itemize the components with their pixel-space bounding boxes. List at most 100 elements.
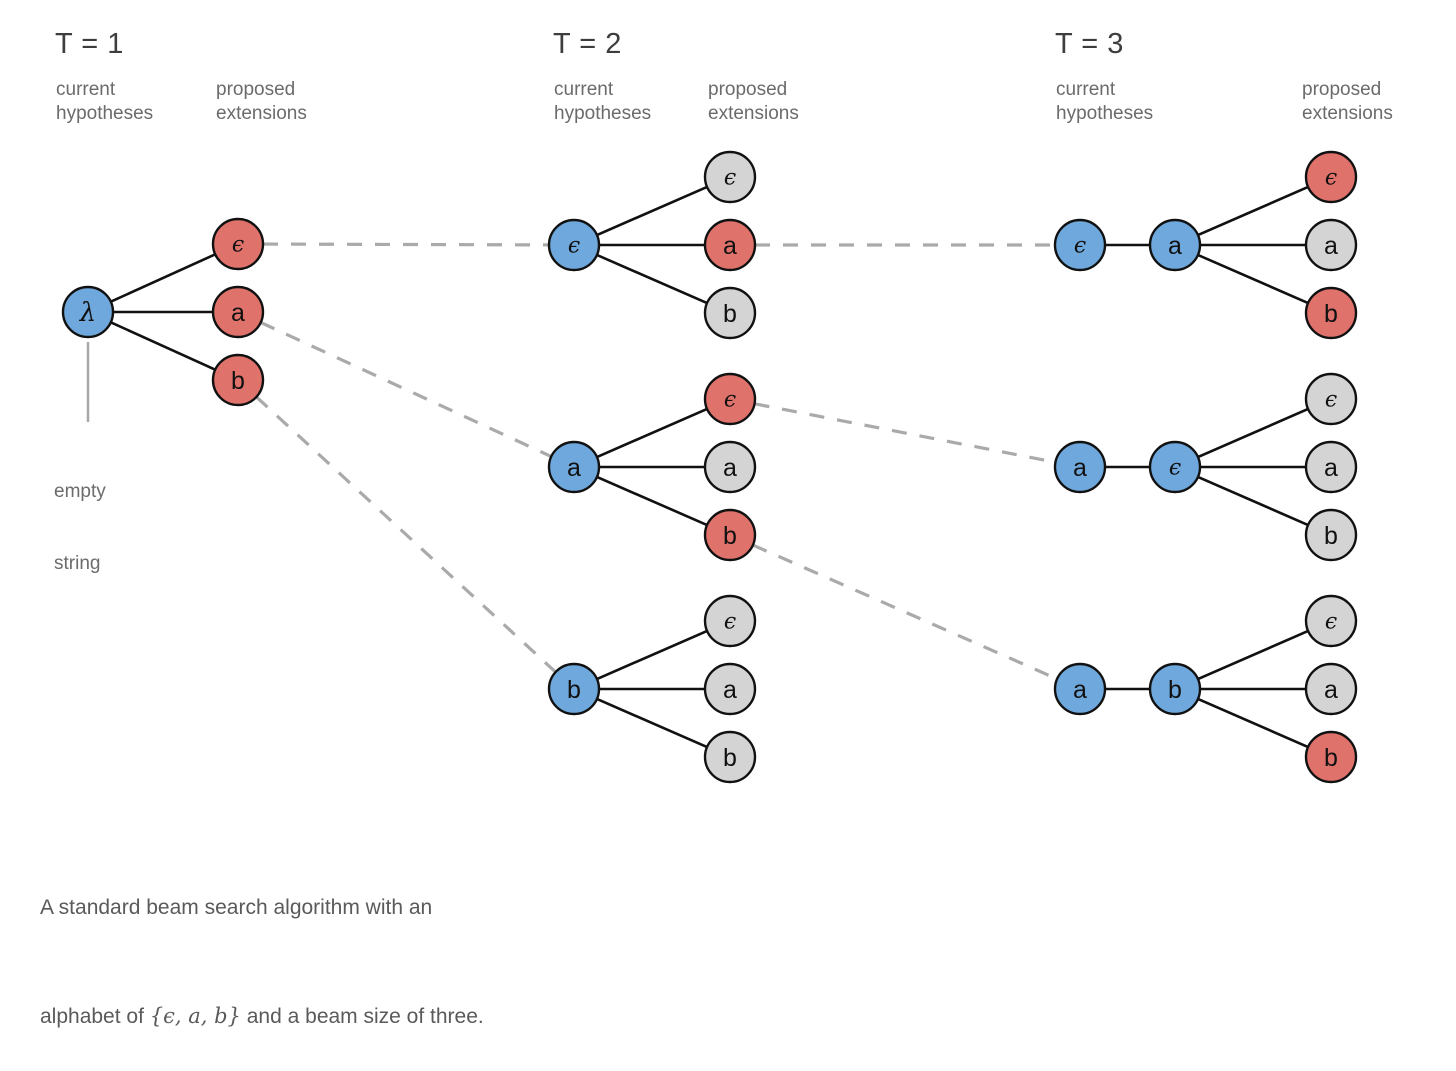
node-label: ϵ bbox=[1074, 234, 1086, 259]
node-label: a bbox=[1324, 232, 1338, 260]
tree-edge bbox=[110, 253, 216, 303]
node-circle bbox=[703, 662, 757, 716]
extension-node-stage-2-t2-g3-1[interactable]: a bbox=[703, 662, 757, 716]
node-circle bbox=[1053, 440, 1107, 494]
hypothesis-node-stage-3-t3-g3-0[interactable]: a bbox=[1053, 662, 1107, 716]
node-label: b bbox=[723, 300, 737, 328]
carry-edge bbox=[752, 543, 1058, 681]
node-circle bbox=[1304, 730, 1358, 784]
extension-node-stage-1-t1-g1-1[interactable]: a bbox=[211, 285, 265, 339]
tree-edge bbox=[1197, 407, 1309, 459]
tree-edge bbox=[1197, 185, 1309, 237]
node-label: ϵ bbox=[1169, 456, 1181, 481]
extension-node-stage-2-t2-g3-2[interactable]: b bbox=[703, 730, 757, 784]
node-label: a bbox=[1324, 676, 1338, 704]
hypothesis-node-stage-2-t2-g2-0[interactable]: a bbox=[547, 440, 601, 494]
node-label: b bbox=[1324, 744, 1338, 772]
extension-node-stage-3-t3-g3-1[interactable]: a bbox=[1304, 662, 1358, 716]
empty-string-note-line2: string bbox=[54, 553, 101, 574]
stage-title-3: T = 3 bbox=[1055, 28, 1124, 60]
node-circle bbox=[1304, 594, 1358, 648]
node-circle bbox=[1304, 662, 1358, 716]
hypothesis-node-stage-1-t1-g1-0[interactable]: λ bbox=[61, 285, 115, 339]
extension-node-stage-2-t2-g2-1[interactable]: a bbox=[703, 440, 757, 494]
node-label: a bbox=[723, 676, 737, 704]
node-circle bbox=[1304, 218, 1358, 272]
node-label: a bbox=[723, 232, 737, 260]
caption-alphabet-set: {ϵ, a, b} bbox=[149, 1004, 241, 1028]
node-label: ϵ bbox=[1325, 166, 1337, 191]
extension-node-stage-3-t3-g1-0[interactable]: ϵ bbox=[1304, 150, 1358, 204]
extension-node-stage-3-t3-g3-2[interactable]: b bbox=[1304, 730, 1358, 784]
extension-node-stage-2-t2-g2-2[interactable]: b bbox=[703, 508, 757, 562]
extension-node-stage-3-t3-g2-2[interactable]: b bbox=[1304, 508, 1358, 562]
empty-string-note: empty string bbox=[54, 432, 106, 600]
node-circle bbox=[211, 285, 265, 339]
carry-edge bbox=[754, 402, 1056, 464]
stage-1-header-proposed: proposed extensions bbox=[216, 79, 307, 124]
node-label: b bbox=[723, 522, 737, 550]
extension-node-stage-2-t2-g1-0[interactable]: ϵ bbox=[703, 150, 757, 204]
caption-line-2: alphabet of {ϵ, a, b} and a beam size of… bbox=[40, 998, 484, 1035]
tree-edge bbox=[110, 321, 216, 371]
tree-edge bbox=[596, 407, 708, 459]
tree-edge bbox=[1197, 475, 1309, 527]
node-circle bbox=[703, 150, 757, 204]
solid-edges-layer bbox=[110, 185, 1309, 749]
tree-edge bbox=[1197, 697, 1309, 749]
stage-title-2: T = 2 bbox=[553, 28, 622, 60]
node-label: a bbox=[1168, 232, 1182, 260]
extension-node-stage-2-t2-g2-0[interactable]: ϵ bbox=[703, 372, 757, 426]
node-circle bbox=[547, 218, 601, 272]
tree-edge bbox=[596, 475, 708, 527]
extension-node-stage-3-t3-g1-2[interactable]: b bbox=[1304, 286, 1358, 340]
tree-edge bbox=[1197, 253, 1309, 305]
tree-edge bbox=[1197, 629, 1309, 681]
node-circle bbox=[211, 217, 265, 271]
extension-node-stage-3-t3-g2-0[interactable]: ϵ bbox=[1304, 372, 1358, 426]
node-label: ϵ bbox=[1325, 610, 1337, 635]
node-label: ϵ bbox=[568, 234, 580, 259]
node-label: a bbox=[1073, 676, 1087, 704]
hypothesis-node-stage-3-t3-g2-0[interactable]: a bbox=[1053, 440, 1107, 494]
node-label: b bbox=[567, 676, 581, 704]
hypothesis-node-stage-3-t3-g1-1[interactable]: a bbox=[1148, 218, 1202, 272]
node-circle bbox=[1304, 440, 1358, 494]
dashed-carry-edges-layer bbox=[255, 242, 1058, 681]
stage-2-header-proposed: proposed extensions bbox=[708, 79, 799, 124]
extension-node-stage-1-t1-g1-2[interactable]: b bbox=[211, 353, 265, 407]
hypothesis-node-stage-2-t2-g1-0[interactable]: ϵ bbox=[547, 218, 601, 272]
hypothesis-node-stage-2-t2-g3-0[interactable]: b bbox=[547, 662, 601, 716]
node-label: ϵ bbox=[1325, 388, 1337, 413]
node-circle bbox=[1148, 218, 1202, 272]
node-label: b bbox=[1168, 676, 1182, 704]
node-label: a bbox=[723, 454, 737, 482]
node-label: b bbox=[1324, 300, 1338, 328]
tree-edge bbox=[596, 253, 708, 305]
node-circle bbox=[547, 662, 601, 716]
node-label: b bbox=[231, 367, 245, 395]
node-circle bbox=[703, 594, 757, 648]
extension-node-stage-2-t2-g3-0[interactable]: ϵ bbox=[703, 594, 757, 648]
hypothesis-node-stage-3-t3-g1-0[interactable]: ϵ bbox=[1053, 218, 1107, 272]
tree-edge bbox=[596, 185, 708, 237]
node-circle bbox=[547, 440, 601, 494]
node-label: ϵ bbox=[724, 610, 736, 635]
extension-node-stage-3-t3-g1-1[interactable]: a bbox=[1304, 218, 1358, 272]
node-label: a bbox=[567, 454, 581, 482]
extension-node-stage-3-t3-g3-0[interactable]: ϵ bbox=[1304, 594, 1358, 648]
hypothesis-node-stage-3-t3-g3-1[interactable]: b bbox=[1148, 662, 1202, 716]
extension-node-stage-3-t3-g2-1[interactable]: a bbox=[1304, 440, 1358, 494]
hypothesis-node-stage-3-t3-g2-1[interactable]: ϵ bbox=[1148, 440, 1202, 494]
node-circle bbox=[1148, 440, 1202, 494]
extension-node-stage-2-t2-g1-1[interactable]: a bbox=[703, 218, 757, 272]
node-circle bbox=[1053, 662, 1107, 716]
node-label: b bbox=[1324, 522, 1338, 550]
extension-node-stage-2-t2-g1-2[interactable]: b bbox=[703, 286, 757, 340]
tree-edge bbox=[596, 629, 708, 681]
node-circle bbox=[703, 440, 757, 494]
node-circle bbox=[61, 285, 115, 339]
extension-node-stage-1-t1-g1-0[interactable]: ϵ bbox=[211, 217, 265, 271]
